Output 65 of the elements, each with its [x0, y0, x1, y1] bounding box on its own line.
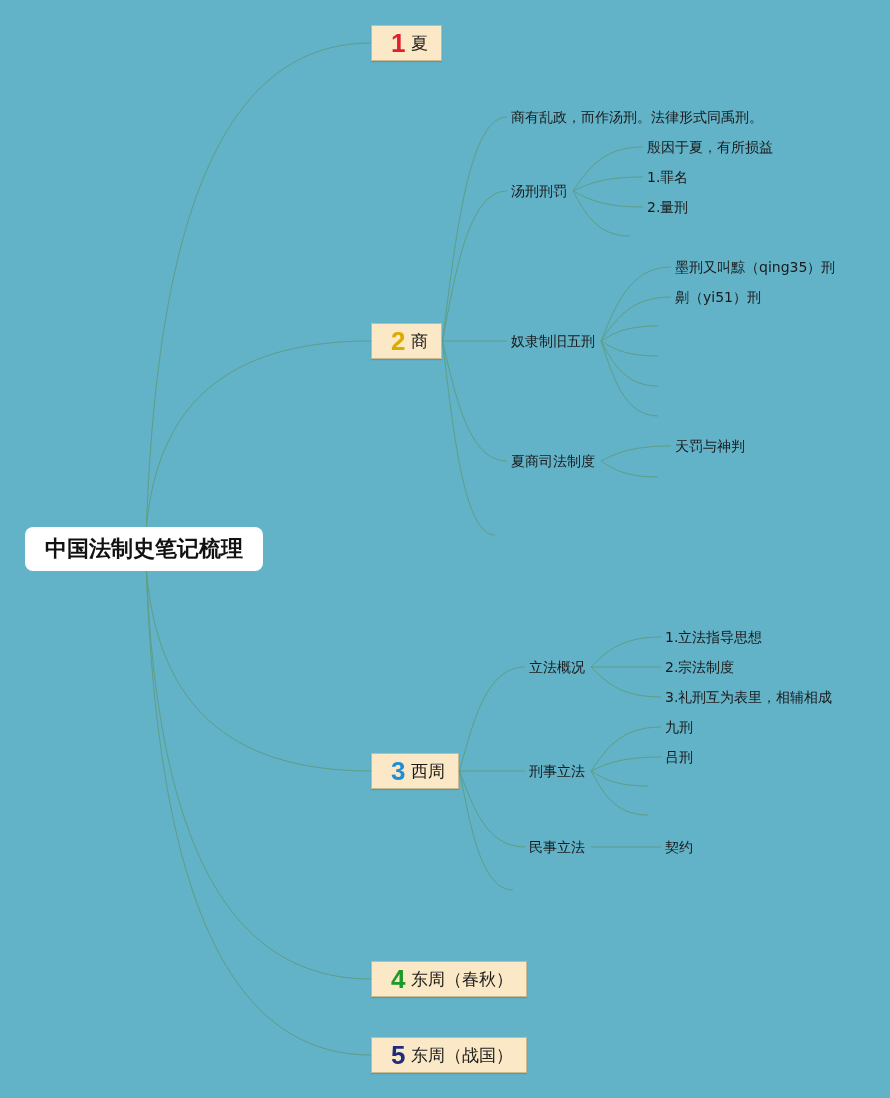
connector-line [441, 340, 496, 536]
connector-line [590, 666, 662, 668]
topic-text: 3.礼刑互为表里，相辅相成 [665, 688, 833, 706]
topic-text: 吕刑 [665, 748, 693, 766]
number-label: 3 [391, 758, 406, 784]
topic-text: 天罚与神判 [675, 437, 745, 455]
topic-text: 汤刑刑罚 [511, 182, 567, 200]
topic-text: 民事立法 [529, 838, 585, 856]
topic-label: 西周 [411, 761, 446, 781]
connector-line [590, 666, 662, 698]
connector-line [590, 756, 662, 772]
connector-line [441, 340, 508, 462]
connector-line [600, 340, 659, 417]
connector-line [145, 340, 372, 528]
topic-card [371, 323, 443, 359]
connector-line [600, 460, 659, 478]
topic-text: 契约 [665, 838, 693, 856]
topic-label: 商 [411, 331, 429, 351]
topic-text: 1.罪名 [647, 168, 689, 186]
connector-line [572, 146, 644, 192]
topic-label: 夏 [411, 33, 429, 53]
connector-line [590, 770, 649, 787]
topic-card [371, 753, 460, 789]
number-label: 2 [391, 328, 406, 354]
connector-line [590, 770, 649, 816]
topic-text: 夏商司法制度 [511, 452, 595, 470]
topic-text: 商有乱政，而作汤刑。法律形式同禹刑。 [511, 108, 763, 126]
connector-line [590, 636, 662, 668]
central-topic-card: 中国法制史笔记梳理 [25, 527, 263, 571]
number-label: 4 [391, 966, 406, 992]
topic-label: 东周（春秋） [411, 969, 514, 989]
topic-text: 劓（yi51）刑 [675, 288, 761, 306]
connector-line [572, 190, 631, 237]
topic-text: 2.量刑 [647, 198, 689, 216]
topic-text: 1.立法指导思想 [665, 628, 763, 646]
topic-text: 殷因于夏，有所损益 [647, 138, 773, 156]
connector-line [600, 266, 672, 342]
topic-text: 九刑 [665, 718, 693, 736]
connector-line [458, 770, 514, 891]
connector-line [145, 570, 372, 1056]
connector-line [458, 770, 526, 772]
topic-card [371, 1037, 528, 1073]
connector-line [441, 340, 508, 342]
connector-line [458, 770, 526, 848]
connector-line [600, 296, 672, 342]
connector-line [590, 846, 662, 848]
topic-text: 刑事立法 [529, 762, 585, 780]
connector-line [458, 666, 526, 772]
topic-text: 墨刑又叫黥（qing35）刑 [675, 258, 836, 276]
number-label: 5 [391, 1042, 406, 1068]
connector-line [600, 325, 659, 342]
connector-line [590, 726, 662, 772]
topic-text: 2.宗法制度 [665, 658, 735, 676]
topic-label: 东周（战国） [411, 1045, 514, 1065]
connector-line [600, 340, 659, 387]
topic-text: 奴隶制旧五刑 [511, 332, 595, 350]
connector-line [572, 176, 644, 192]
connector-line [441, 190, 508, 342]
topic-card [371, 25, 443, 61]
connector-line [572, 190, 644, 208]
number-label: 1 [391, 30, 406, 56]
topic-text: 立法概况 [529, 658, 585, 676]
connector-line [600, 445, 672, 462]
topic-card [371, 961, 528, 997]
connector-line [600, 340, 659, 357]
